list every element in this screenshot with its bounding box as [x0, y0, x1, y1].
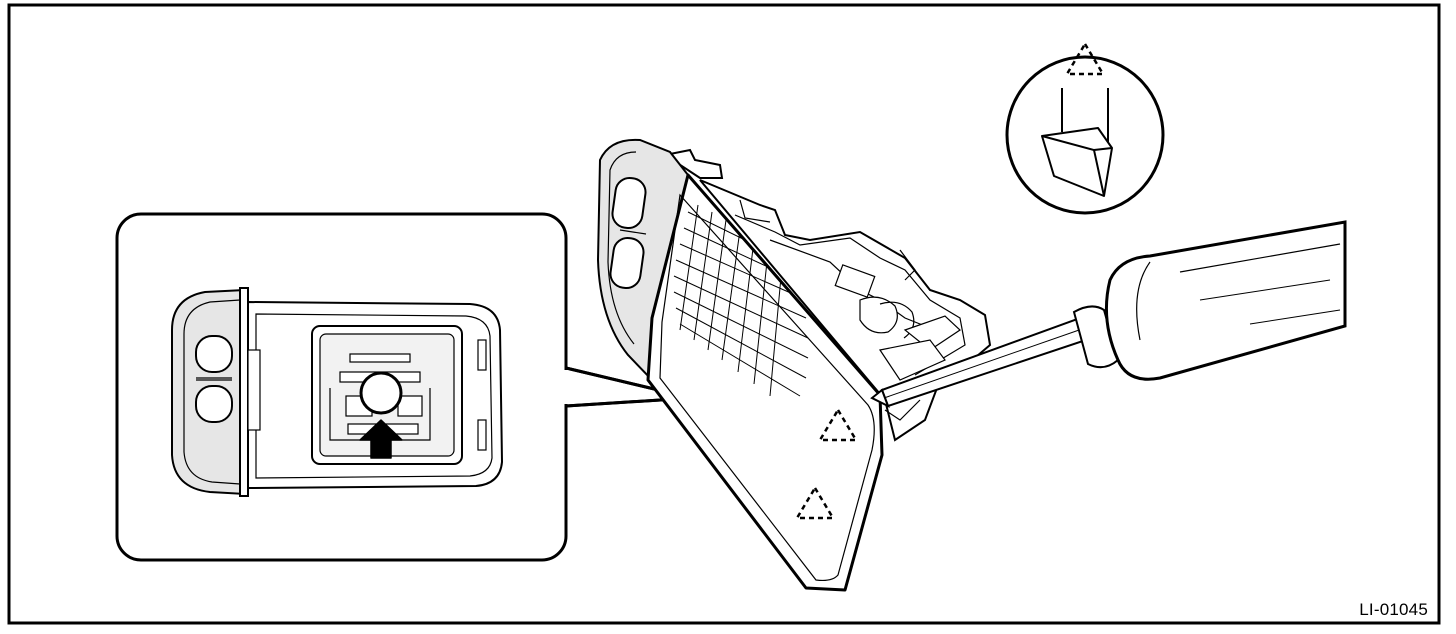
bulb: [359, 371, 403, 415]
lamp-bezel: [596, 138, 690, 383]
clip-detail-circle: [1005, 41, 1165, 215]
screwdriver: [870, 220, 1347, 409]
bezel-switch-bottom: [609, 236, 645, 290]
rear-housing: [699, 179, 992, 442]
lamp-housing-front: [171, 287, 504, 497]
bezel-switch-top: [611, 176, 647, 230]
detail-inset: [115, 212, 694, 562]
switch-button-top: [195, 335, 233, 373]
arrow-up-icon: [359, 419, 403, 459]
figure-id-label: LI-01045: [1359, 600, 1428, 619]
screwdriver-handle: [1104, 220, 1347, 381]
lamp-lens: [646, 173, 884, 592]
switch-button-bottom: [195, 385, 233, 423]
lamp-assembly: [596, 138, 992, 592]
